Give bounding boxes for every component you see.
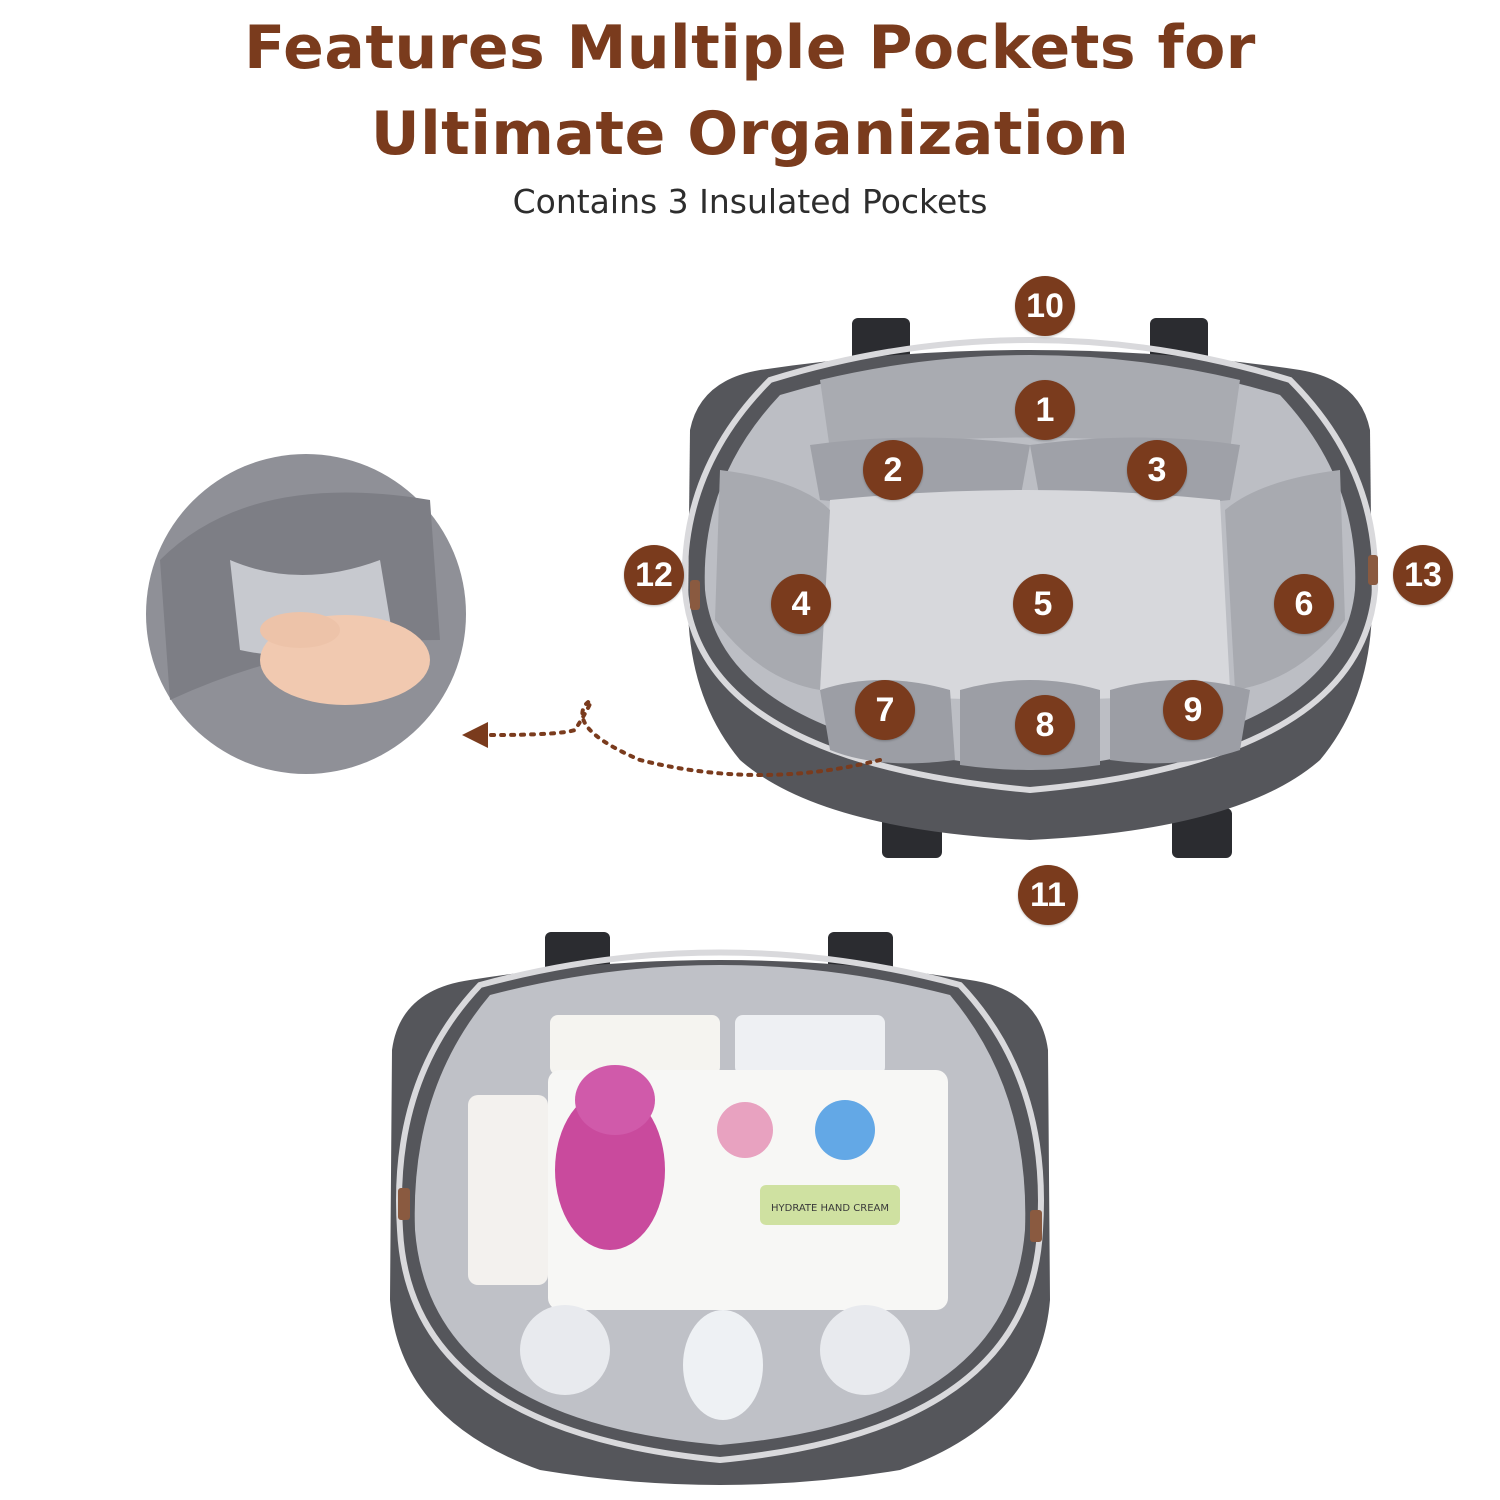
cream-tube-text: HYDRATE HAND CREAM — [771, 1203, 889, 1214]
pocket-marker-6: 6 — [1274, 574, 1334, 634]
detail-arrow — [462, 698, 882, 777]
pocket-marker-1: 1 — [1015, 380, 1075, 440]
pocket-marker-2: 2 — [863, 440, 923, 500]
pocket-marker-10: 10 — [1015, 276, 1075, 336]
pocket-marker-8: 8 — [1015, 695, 1075, 755]
pocket-marker-3: 3 — [1127, 440, 1187, 500]
headline-line-2: Ultimate Organization — [370, 99, 1130, 169]
pocket-marker-5: 5 — [1013, 574, 1073, 634]
pocket-marker-13: 13 — [1393, 545, 1453, 605]
subheadline: Contains 3 Insulated Pockets — [512, 182, 988, 221]
pocket-marker-9: 9 — [1163, 680, 1223, 740]
pocket-marker-4: 4 — [771, 574, 831, 634]
bottom-bag-image: HYDRATE HAND CREAM — [390, 932, 1050, 1485]
pocket-marker-12: 12 — [624, 545, 684, 605]
pocket-marker-11: 11 — [1018, 865, 1078, 925]
pocket-marker-7: 7 — [855, 680, 915, 740]
insulated-pocket-detail — [146, 454, 466, 774]
headline-line-1: Features Multiple Pockets for — [244, 13, 1256, 83]
